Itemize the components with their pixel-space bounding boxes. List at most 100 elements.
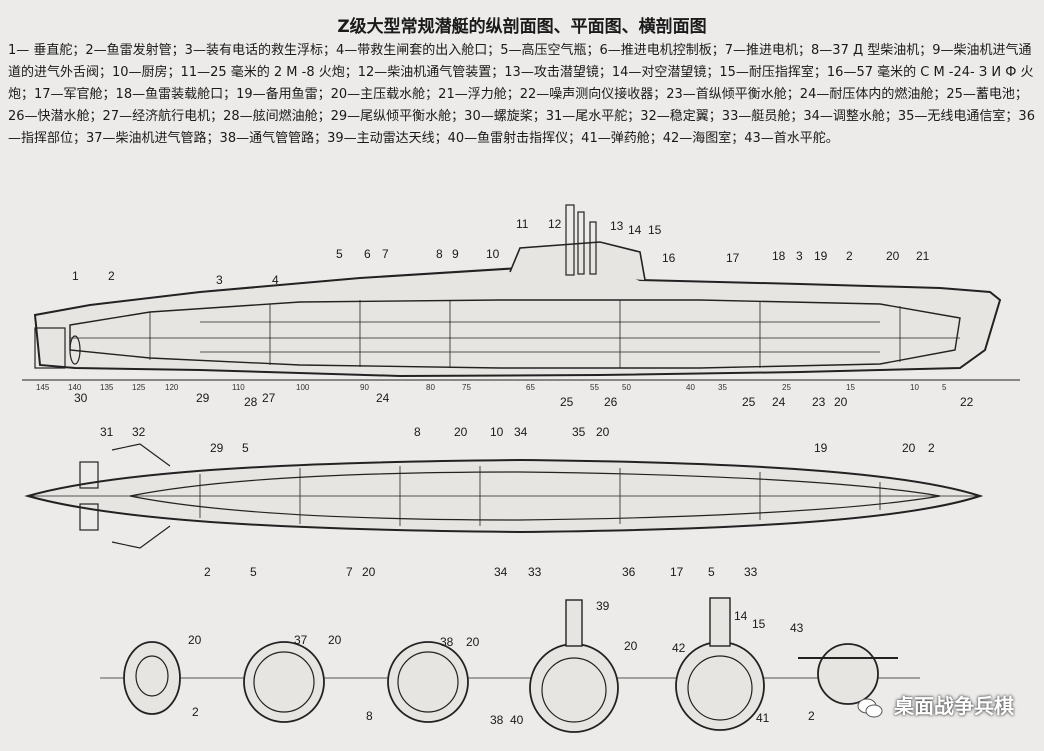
callout: 27 <box>262 391 276 405</box>
callout: 15 <box>752 617 766 631</box>
frame-tick: 50 <box>622 383 631 392</box>
callout: 7 <box>382 247 389 261</box>
callout: 1 <box>72 269 79 283</box>
callout: 15 <box>648 223 662 237</box>
cross-sections <box>100 597 920 733</box>
callout: 4 <box>272 273 279 287</box>
callout: 20 <box>362 565 376 579</box>
callout: 42 <box>672 641 686 655</box>
callout: 33 <box>744 565 758 579</box>
frame-tick: 65 <box>526 383 535 392</box>
callout: 9 <box>452 247 459 261</box>
frame-ticks: 145 140 135 125 120 110 100 90 80 75 65 … <box>36 383 947 392</box>
frame-tick: 25 <box>782 383 791 392</box>
callout: 8 <box>366 709 373 723</box>
profile-view <box>22 204 1020 381</box>
callout: 10 <box>490 425 504 439</box>
frame-tick: 35 <box>718 383 727 392</box>
plan-callouts: 31 32 29 5 8 20 10 34 35 20 19 20 2 2 5 … <box>100 425 935 579</box>
callout: 2 <box>192 705 199 719</box>
plan-view <box>24 443 984 549</box>
frame-tick: 75 <box>462 383 471 392</box>
callout: 5 <box>242 441 249 455</box>
callout: 2 <box>808 709 815 723</box>
watermark-text: 桌面战争兵棋 <box>894 694 1014 718</box>
callout: 8 <box>436 247 443 261</box>
callout: 6 <box>364 247 371 261</box>
frame-tick: 145 <box>36 383 50 392</box>
callout: 38 <box>440 635 454 649</box>
callout: 41 <box>756 711 770 725</box>
callout: 35 <box>572 425 586 439</box>
frame-tick: 55 <box>590 383 599 392</box>
frame-tick: 135 <box>100 383 114 392</box>
frame-tick: 90 <box>360 383 369 392</box>
callout: 24 <box>772 395 786 409</box>
callout: 5 <box>708 565 715 579</box>
callout: 19 <box>814 249 828 263</box>
callout: 17 <box>670 565 684 579</box>
callout: 20 <box>466 635 480 649</box>
callout: 17 <box>726 251 740 265</box>
callout: 21 <box>916 249 930 263</box>
frame-tick: 125 <box>132 383 146 392</box>
frame-tick: 80 <box>426 383 435 392</box>
callout: 32 <box>132 425 146 439</box>
callout: 20 <box>886 249 900 263</box>
callout: 29 <box>210 441 224 455</box>
callout: 33 <box>528 565 542 579</box>
callout: 40 <box>510 713 524 727</box>
callout: 20 <box>624 639 638 653</box>
callout: 13 <box>610 219 624 233</box>
callout: 20 <box>902 441 916 455</box>
callout: 20 <box>188 633 202 647</box>
callout: 12 <box>548 217 562 231</box>
callout: 8 <box>414 425 421 439</box>
callout: 23 <box>812 395 826 409</box>
callout: 20 <box>454 425 468 439</box>
frame-tick: 100 <box>296 383 310 392</box>
callout: 43 <box>790 621 804 635</box>
frame-tick: 140 <box>68 383 82 392</box>
frame-tick: 110 <box>232 383 245 392</box>
callout: 36 <box>622 565 636 579</box>
submarine-diagram: 145 140 135 125 120 110 100 90 80 75 65 … <box>22 204 1020 733</box>
page-title: Z级大型常规潜艇的纵剖面图、平面图、横剖面图 <box>337 17 707 37</box>
callout: 20 <box>328 633 342 647</box>
callout: 22 <box>960 395 974 409</box>
callout: 7 <box>346 565 353 579</box>
callout: 24 <box>376 391 390 405</box>
callout: 10 <box>486 247 500 261</box>
callout: 18 <box>772 249 786 263</box>
watermark: 桌面战争兵棋 <box>857 690 1014 719</box>
frame-tick: 5 <box>942 383 947 392</box>
callout: 14 <box>628 223 642 237</box>
callout: 16 <box>662 251 676 265</box>
callout: 2 <box>846 249 853 263</box>
frame-tick: 15 <box>846 383 855 392</box>
callout: 39 <box>596 599 610 613</box>
callout: 30 <box>74 391 88 405</box>
callout: 38 <box>490 713 504 727</box>
callout: 28 <box>244 395 258 409</box>
callout: 19 <box>814 441 828 455</box>
callout: 34 <box>514 425 528 439</box>
callout: 29 <box>196 391 210 405</box>
callout: 3 <box>796 249 803 263</box>
callout: 25 <box>560 395 574 409</box>
callout: 5 <box>250 565 257 579</box>
callout: 3 <box>216 273 223 287</box>
callout: 14 <box>734 609 748 623</box>
callout: 37 <box>294 633 308 647</box>
frame-tick: 120 <box>165 383 179 392</box>
wechat-icon <box>857 698 883 717</box>
legend-text: 1— 垂直舵；2—鱼雷发射管；3—装有电话的救生浮标；4—带救生闸套的出入舱口；… <box>8 43 1035 146</box>
section-callouts: 20 2 37 20 38 20 8 39 20 38 40 14 15 42 … <box>188 599 815 727</box>
callout: 26 <box>604 395 618 409</box>
callout: 34 <box>494 565 508 579</box>
callout: 11 <box>516 217 529 231</box>
callout: 20 <box>834 395 848 409</box>
callout: 5 <box>336 247 343 261</box>
profile-callouts: 1 2 3 4 5 6 7 8 9 10 11 12 13 14 15 16 1… <box>72 217 974 409</box>
callout: 2 <box>928 441 935 455</box>
